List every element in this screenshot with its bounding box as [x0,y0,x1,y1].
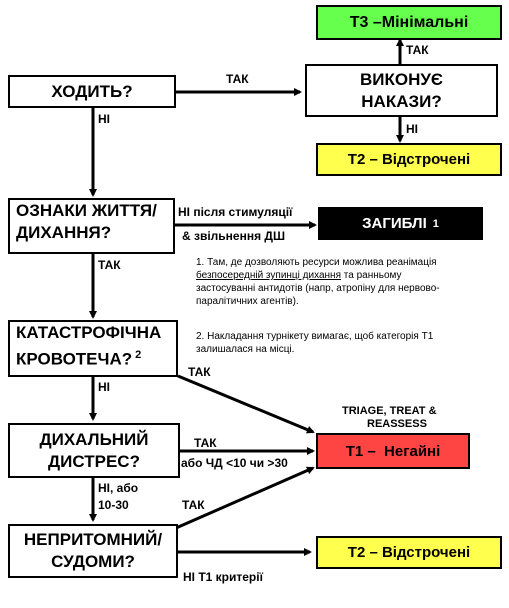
unc-label-line2: СУДОМИ? [51,552,135,571]
label-no-hemo: НІ [98,380,110,394]
label-no-resp-line1: НІ, або [98,481,139,495]
footnote-2: 2. Накладання турнікету вимагає, щоб кат… [196,331,434,355]
label-no-signs-line1: НІ після стимуляції [178,205,293,219]
t2-delayed-box-top: T2 – Відстрочені [316,143,502,176]
walks-label: ХОДИТЬ? [51,81,133,101]
t2-bottom-label: T2 – Відстрочені [347,544,471,561]
label-no-unc: НІ T1 критерії [183,570,263,584]
hemo-label-line2: КРОВОТЕЧА?2 [16,349,142,369]
footnote-1: 1. Там, де дозволяють ресурси можлива ре… [196,257,440,307]
obeys-label-line1: ВИКОНУЄ [359,69,444,89]
label-yes-signs: ТАК [98,258,121,272]
label-yes-resp-rate: або ЧД <10 чи >30 [181,456,288,470]
label-yes-walks: ТАК [226,72,249,86]
respiratory-distress-box: ДИХАЛЬНИЙ ДИСТРЕС? [8,423,180,478]
obeys-commands-box: ВИКОНУЄ НАКАЗИ? [305,64,498,117]
dead-label: ЗАГИБЛІ [362,215,427,232]
t3-label: T3 –Мінімальні [349,13,469,31]
dead-footnote-mark: 1 [432,217,439,230]
label-yes-obeys: ТАК [406,43,429,57]
triage-treat-reassess-line2: REASSESS [367,418,427,430]
resp-label-line2: ДИСТРЕС? [48,451,140,471]
label-yes-unc: ТАК [182,498,205,512]
label-no-obeys: НІ [406,122,418,136]
hemo-label-line1: КАТАСТРОФІЧНА [16,323,162,342]
label-no-walks: НІ [98,112,110,126]
obeys-label-line2: НАКАЗИ? [361,91,442,111]
t2-top-label: T2 – Відстрочені [347,151,471,168]
arrow-hemo-to-t1 [177,374,315,434]
unc-label-line1: НЕПРИТОМНИЙ/ [23,530,163,549]
label-yes-resp: ТАК [194,436,217,450]
t1-label: T1 – Негайні [345,442,441,460]
triage-treat-reassess-line1: TRIAGE, TREAT & [342,405,437,417]
label-no-signs-line2: & звільнення ДШ [182,229,286,243]
catastrophic-hemorrhage-box: КАТАСТРОФІЧНА КРОВОТЕЧА?2 [8,320,178,377]
unconscious-seizures-box: НЕПРИТОМНИЙ/ СУДОМИ? [8,524,178,578]
t3-minimal-box: T3 –Мінімальні [316,5,502,40]
walks-question-box: ХОДИТЬ? [8,75,176,108]
deceased-box: ЗАГИБЛІ 1 [318,207,483,240]
signs-label-line1: ОЗНАКИ ЖИТТЯ/ [16,201,157,220]
label-no-resp-line2: 10-30 [98,498,129,512]
resp-label-line1: ДИХАЛЬНИЙ [39,429,149,449]
label-yes-hemo: ТАК [188,365,211,379]
t2-delayed-box-bottom: T2 – Відстрочені [316,536,502,569]
arrow-unc-t1 [168,466,315,535]
signs-of-life-box: ОЗНАКИ ЖИТТЯ/ ДИХАННЯ? [8,198,175,254]
t1-immediate-box: T1 – Негайні [316,433,470,469]
hemo-footnote-mark: 2 [135,349,142,361]
signs-label-line2: ДИХАННЯ? [16,223,112,242]
